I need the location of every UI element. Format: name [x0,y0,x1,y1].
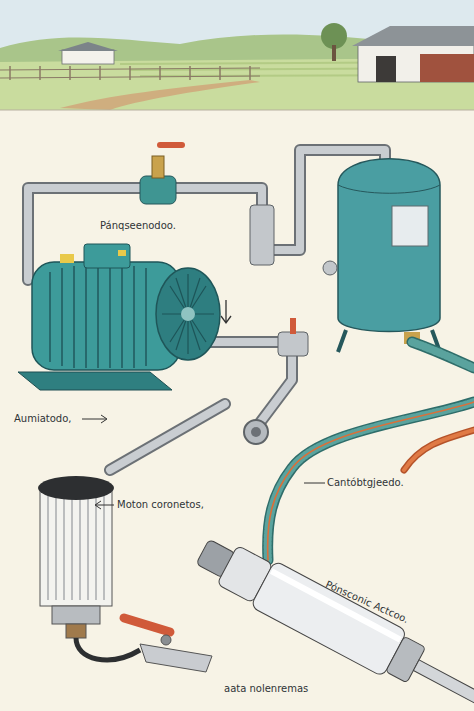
pipe-outline [28,150,385,470]
tank-seam [338,185,440,193]
filter-fitting [66,624,86,638]
scene-border [0,110,474,111]
barn [358,44,474,82]
cylinder-barrel [250,561,407,677]
hose-outline [412,342,474,368]
gate-valve [140,142,185,204]
dirt-path [60,80,260,110]
motor-base [18,372,172,390]
leader-line [304,483,325,484]
fence-posts [10,66,250,80]
orange-hose [404,430,474,470]
sky [0,0,474,110]
electric-motor [18,244,220,390]
pressure-tank [323,159,440,352]
part-label: Aumiatodo, [14,413,72,425]
tee-fitting [250,205,274,265]
clamp-handle [124,618,170,632]
farmhouse-roof [58,42,118,51]
clamp-pivot [161,635,171,645]
ball-valve [278,332,308,356]
tank-label [392,206,428,246]
farm-scene [0,0,474,110]
tree-trunk [332,45,336,61]
cooling-fins [50,266,146,368]
fittings [221,205,308,444]
hose [412,342,474,368]
orange-hose [404,430,474,470]
barn-roof [352,26,474,46]
filter-pleats [48,494,104,600]
pneumatic-actuator [190,529,474,711]
fan-cover [156,268,220,360]
valve-handle [157,142,185,148]
barn-door [376,56,396,82]
valve-lever [290,318,296,334]
flow-arrow [221,300,231,323]
valve-body [140,176,176,204]
hose-stripe [268,402,474,560]
flange [244,420,268,444]
valve-bonnet [152,156,164,178]
pipe [28,150,385,470]
piston-rod [413,660,474,711]
terminal-box [84,244,130,268]
rating-plate [118,250,126,256]
filter-base [52,606,100,624]
part-label: Moton coronetos, [117,499,204,511]
fan-grille [162,274,214,354]
rod-cap [386,636,426,683]
leader-lines [82,415,325,509]
pipework [28,150,385,470]
tank-shell [338,159,440,332]
hose [268,402,474,560]
pressure-gauge [323,261,337,275]
hoses [268,342,474,560]
part-label: Cantóbtgjeedo. [327,477,404,489]
part-label: Pánqseenodoo. [100,220,176,232]
filter-cap [38,476,114,500]
fan-hub [181,307,195,321]
flange-bore [251,427,261,437]
warning-plate [60,254,74,263]
part-label: aata nolenremas [224,683,308,695]
filter-tube [76,638,140,660]
hose-clamp [124,618,212,672]
leader-arrow [95,501,114,509]
leader-arrow [82,415,107,423]
filter-body [40,488,112,606]
hose-outline [268,402,474,560]
clamp-jaw [140,644,212,672]
barn-side [420,54,474,82]
part-label: Pónsconic Actcoo. [324,579,411,626]
farmhouse [62,50,114,64]
